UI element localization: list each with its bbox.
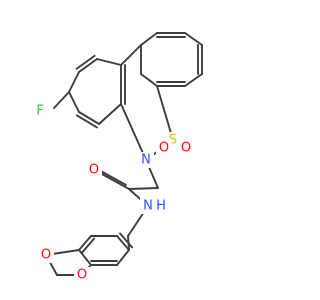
bond-c3-c4 — [78, 249, 92, 266]
bond-b6-b7 — [78, 111, 100, 125]
atom-label-dioxole-oxygen-upper: O — [41, 248, 51, 263]
bond-a7-a8 — [140, 73, 158, 87]
bond-c6-c1 — [116, 235, 130, 251]
atom-label-fluorine: F — [36, 104, 43, 119]
atom-sulfonyl-oxygen-left: O — [156, 140, 172, 156]
atom-label-layer: F S O O N O N H — [32, 103, 194, 283]
atom-fluorine: F — [32, 103, 48, 119]
atom-label-sulfur: S — [169, 133, 177, 148]
atom-dioxole-oxygen-upper: O — [38, 247, 54, 263]
bond-N-b8 — [120, 103, 147, 161]
bond-a3-a4 — [184, 32, 203, 46]
atom-label-sulfonyl-oxygen-left: O — [159, 141, 169, 156]
atom-carbonyl-oxygen: O — [86, 162, 102, 178]
bond-double-c1-c6 — [119, 232, 133, 249]
atom-amide-nitrogen: N — [140, 198, 156, 214]
bond-double-b2-b3 — [75, 54, 96, 70]
atom-label-dioxole-oxygen-lower: O — [77, 268, 87, 283]
bond-b2-b3 — [78, 58, 98, 73]
bond-b1-b2 — [96, 58, 122, 66]
bond-c4-c5 — [78, 235, 92, 251]
bond-C1-C2 — [128, 187, 159, 190]
bond-double-b6-b7 — [75, 114, 98, 129]
bond-a1-a2 — [140, 32, 158, 46]
atom-label-carbonyl-oxygen: O — [89, 163, 99, 178]
atom-dioxole-oxygen-lower: O — [74, 267, 90, 283]
bond-a7-S — [156, 85, 174, 141]
atom-label-ring-nitrogen: N — [141, 153, 151, 168]
atom-ring-nitrogen: N — [138, 152, 154, 168]
bond-double-c4-c5 — [81, 237, 95, 254]
bond-a1-b1 — [120, 44, 142, 66]
bond-b4-b6 — [68, 91, 80, 113]
bond-b7-b8 — [98, 103, 122, 125]
molecule-structure-diagram: F S O O N O N H — [32, 32, 203, 283]
atom-label-amide-hydrogen: H — [156, 199, 166, 214]
atom-amide-hydrogen: H — [154, 198, 168, 214]
bond-a5-a6 — [184, 73, 203, 87]
atom-sulfonyl-oxygen-right: O — [178, 140, 194, 156]
bond-c1-c2 — [116, 249, 130, 266]
bond-carbonyl — [99, 172, 130, 190]
bond-b4-b5 — [53, 91, 70, 109]
atom-label-sulfonyl-oxygen-right: O — [181, 141, 191, 156]
bond-b3-b4 — [68, 71, 80, 93]
bond-layer — [45, 32, 203, 276]
atom-label-amide-nitrogen: N — [143, 199, 153, 214]
